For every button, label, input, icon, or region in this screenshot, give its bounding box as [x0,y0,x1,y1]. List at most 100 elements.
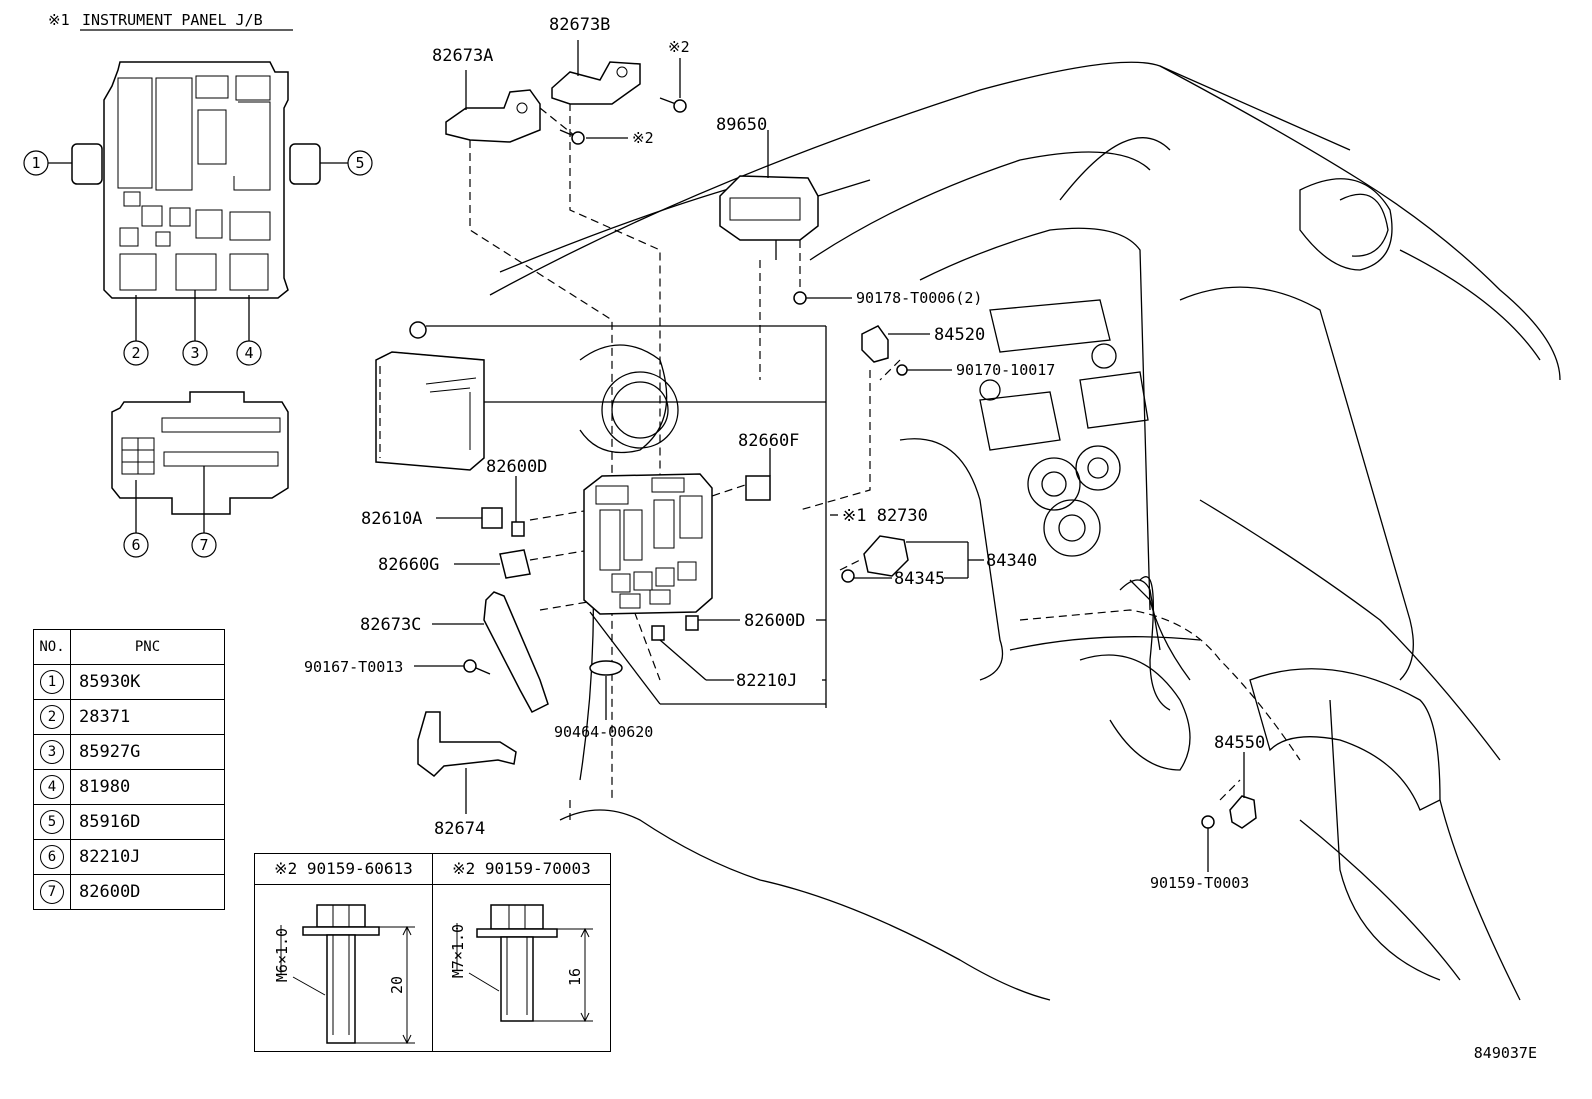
label-84550: 84550 [1214,733,1265,753]
row-number: 4 [40,775,64,799]
callout-4 [236,340,262,366]
bolt-left-thread: M6×1.0 [273,928,291,982]
svg-text:2: 2 [131,344,140,362]
label-89650: 89650 [716,115,767,135]
fuse-82600D-right [651,615,699,641]
bolt-right-title: ※2 90159-70003 [433,854,610,885]
switch-84340 [841,535,909,583]
bolt-left-drawing: M6×1.0 20 [273,904,415,1045]
switch-84550 [1229,795,1257,829]
row-number: 7 [40,880,64,904]
bolt-right-drawing: M7×1.0 16 [449,904,593,1023]
bolt-detail-left: ※2 90159-60613 M6×1.0 20 [255,854,433,1051]
label-90167: 90167-T0013 [304,658,403,676]
bracket-82673A [445,89,541,143]
clamp-90464 [589,660,623,676]
module-89650 [719,175,871,260]
label-90464: 90464-00620 [554,723,653,741]
callout-7 [191,532,217,558]
row-number: 2 [40,705,64,729]
table-row: 3 85927G [33,734,225,770]
label-90159-T0003: 90159-T0003 [1150,874,1249,892]
figure-code: 849037E [1474,1044,1537,1062]
label-note2-b: ※2 [632,129,654,147]
row-pnc: 82210J [70,839,225,875]
svg-text:1: 1 [31,154,40,172]
label-82600D-right: 82600D [744,611,805,631]
assembly-guide-lines [469,90,1241,820]
junction-block-title: INSTRUMENT PANEL J/B [82,11,263,29]
label-82660G: 82660G [378,555,439,575]
callout-5 [347,150,373,176]
row-pnc: 28371 [70,699,225,735]
bolt-90167 [463,659,491,675]
label-note2-a: ※2 [668,38,690,56]
relay-82610A [481,507,503,529]
label-84340: 84340 [986,551,1037,571]
bolt-left-length: 20 [388,976,406,994]
bracket-82674 [417,711,517,777]
label-82674: 82674 [434,819,485,839]
callout-1 [23,150,49,176]
fuse-82600D-top [511,521,525,537]
row-pnc: 85927G [70,734,225,770]
svg-text:3: 3 [190,344,199,362]
row-number: 3 [40,740,64,764]
callout-3 [182,340,208,366]
junction-block-bottom-view [111,391,289,515]
bolt-right-thread: M7×1.0 [449,924,467,978]
row-pnc: 82600D [70,874,225,910]
dashboard-outline [489,61,1561,1001]
ecu-board [375,351,485,471]
callout-2 [123,340,149,366]
screw-b [559,129,585,145]
label-90178: 90178-T0006(2) [856,289,982,307]
label-82673B: 82673B [549,15,610,35]
label-82210J: 82210J [736,671,797,691]
row-number: 5 [40,810,64,834]
svg-text:6: 6 [131,536,140,554]
row-pnc: 81980 [70,769,225,805]
table-row: 5 85916D [33,804,225,840]
table-row: 1 85930K [33,664,225,700]
junction-block-top-view [71,61,321,299]
bracket-82673B [551,61,641,105]
label-82730: ※1 82730 [842,506,928,526]
bracket-82673C [483,591,549,713]
table-row: 4 81980 [33,769,225,805]
row-pnc: 85916D [70,804,225,840]
label-84520: 84520 [934,325,985,345]
note-mark: ※1 [48,11,70,29]
relay-82660G [499,549,531,579]
label-82660F: 82660F [738,431,799,451]
svg-text:4: 4 [244,344,253,362]
clip-90178 [793,291,807,305]
relay-82660F [745,475,771,501]
row-number: 1 [40,670,64,694]
table-row: 7 82600D [33,874,225,910]
switch-84520 [861,325,889,363]
screw-90159-T0003 [1201,815,1215,829]
screw-90170 [896,364,908,376]
label-82673A: 82673A [432,46,493,66]
label-82610A: 82610A [361,509,422,529]
label-82600D-top: 82600D [486,457,547,477]
ecu-screw [409,321,427,339]
label-82673C: 82673C [360,615,421,635]
pnc-table-header-no: NO. [33,629,71,665]
junction-block-main [583,473,713,615]
screw-a [659,97,687,113]
table-row: 6 82210J [33,839,225,875]
svg-text:5: 5 [355,154,364,172]
label-84345: 84345 [894,569,945,589]
row-pnc: 85930K [70,664,225,700]
bolt-detail-box: ※2 90159-60613 M6×1.0 20 ※2 90159-70003 [254,853,611,1052]
svg-text:7: 7 [199,536,208,554]
bolt-right-length: 16 [566,968,584,986]
pnc-table: NO. PNC 1 85930K 2 28371 3 85927G 4 8198… [33,629,225,910]
table-row: 2 28371 [33,699,225,735]
bolt-detail-right: ※2 90159-70003 M7×1.0 16 [433,854,610,1051]
callout-6 [123,532,149,558]
pnc-table-header-pnc: PNC [70,629,225,665]
